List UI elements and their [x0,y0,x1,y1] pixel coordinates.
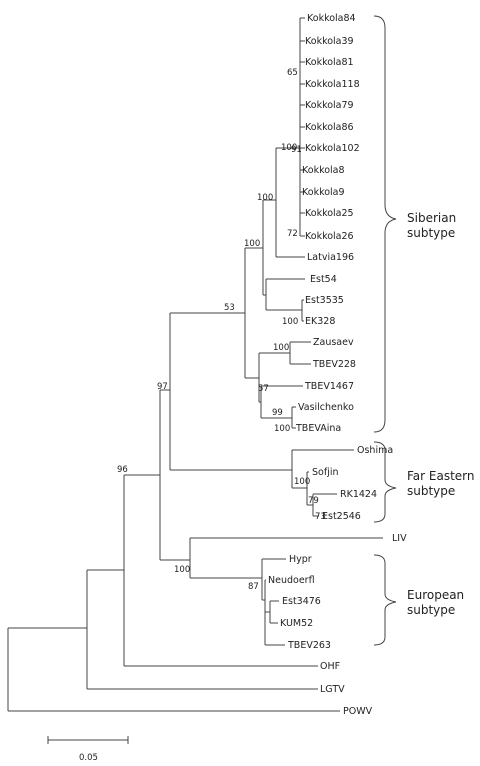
taxon-label: Est3535 [305,295,344,306]
taxon-label: TBEV1467 [304,381,354,392]
bootstrap-value: 91 [291,145,302,155]
taxon-label: Est3476 [282,596,321,607]
taxon-label: EK328 [305,316,335,327]
taxon-label: Latvia196 [307,252,354,263]
siberian-bracket [373,15,397,433]
bootstrap-value: 65 [287,68,298,78]
taxon-label: Kokkola102 [305,143,360,154]
taxon-label: Vasilchenko [298,402,354,413]
bootstrap-value: 99 [272,408,283,418]
taxon-label: Kokkola118 [305,79,360,90]
bootstrap-value: 100 [281,143,297,153]
taxon-label: Hypr [289,554,312,565]
taxon-label: Zausaev [313,337,354,348]
bootstrap-value: 87 [248,582,259,592]
taxon-label: Neudoerfl [268,575,315,586]
taxon-label: KUM52 [280,618,313,629]
bootstrap-value: 100 [273,343,289,353]
bootstrap-value: 73 [315,512,326,522]
bootstrap-value: 100 [244,239,260,249]
taxon-label: Kokkola81 [305,57,354,68]
taxon-label: Sofjin [312,467,339,478]
taxon-label: Est2546 [322,511,361,522]
bootstrap-value: 100 [294,477,310,487]
bootstrap-value: 57 [258,384,269,394]
bootstrap-value: 100 [274,424,290,434]
bootstrap-value: 53 [224,303,235,313]
european-bracket [373,554,397,646]
taxon-label: TBEV263 [287,640,331,651]
bootstrap-value: 72 [287,229,298,239]
taxon-label: LIV [392,533,407,544]
taxon-label: Est54 [310,274,337,285]
scale-bar: 0.05 [47,736,129,763]
taxon-label: TBEV228 [312,359,356,370]
bootstrap-value: 100 [174,565,190,575]
bootstrap-value: 79 [308,496,319,506]
taxon-label: POWV [343,706,373,717]
taxon-label: OHF [320,661,340,672]
taxon-label: Kokkola25 [305,208,354,219]
taxon-labels: Kokkola84 Kokkola39 Kokkola81 Kokkola118… [268,13,407,717]
taxon-label: LGTV [320,684,345,695]
taxon-label: Oshima [357,445,393,456]
bootstrap-value: 100 [257,193,273,203]
bootstrap-value: 97 [157,382,168,392]
taxon-label: Kokkola26 [305,231,354,242]
taxon-label: Kokkola86 [305,122,354,133]
taxon-label: Kokkola39 [305,36,354,47]
far-eastern-bracket [373,441,397,523]
scale-bar-label: 0.05 [79,753,98,763]
taxon-label: Kokkola79 [305,100,354,111]
tree-branches [7,17,383,712]
taxon-label: RK1424 [340,489,377,500]
taxon-label: TBEVAina [295,423,341,434]
bootstrap-value: 96 [117,465,128,475]
taxon-label: Kokkola8 [302,165,345,176]
taxon-label: Kokkola84 [307,13,356,24]
bootstrap-values: 65 100 91 100 72 100 100 100 57 99 100 5… [117,68,326,592]
taxon-label: Kokkola9 [302,187,345,198]
bootstrap-value: 100 [282,317,298,327]
